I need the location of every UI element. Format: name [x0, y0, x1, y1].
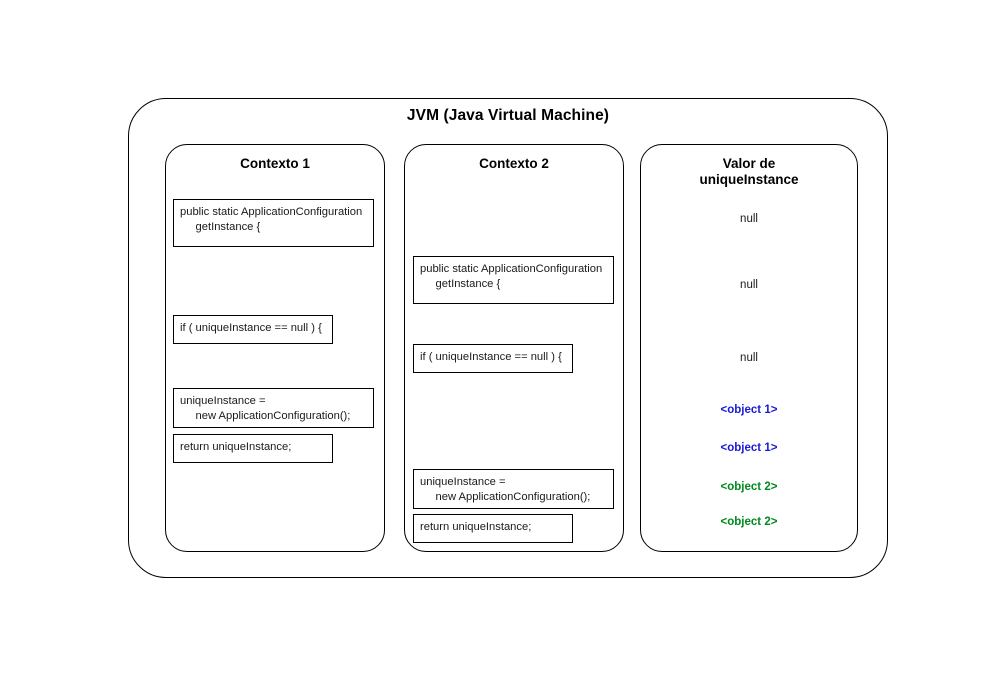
- jvm-title: JVM (Java Virtual Machine): [406, 107, 610, 124]
- value-entry-4: <object 1>: [720, 404, 778, 416]
- value-entry-5: <object 1>: [720, 442, 778, 454]
- code-box-ctx1-step-3: uniqueInstance = new ApplicationConfigur…: [173, 388, 374, 428]
- code-box-ctx2-step-4: return uniqueInstance;: [413, 514, 573, 543]
- code-box-ctx2-step-2: if ( uniqueInstance == null ) {: [413, 344, 573, 373]
- panel-valor-title-line-2: uniqueInstance: [699, 172, 799, 187]
- code-box-ctx2-step-3: uniqueInstance = new ApplicationConfigur…: [413, 469, 614, 509]
- value-entry-3: null: [740, 352, 758, 364]
- value-entry-2: null: [740, 279, 758, 291]
- panel-contexto-1-title: Contexto 1: [240, 156, 310, 171]
- value-entry-7: <object 2>: [720, 516, 778, 528]
- value-entry-1: null: [740, 213, 758, 225]
- code-box-ctx1-step-2: if ( uniqueInstance == null ) {: [173, 315, 333, 344]
- panel-valor-title-line-1: Valor de: [722, 156, 776, 171]
- code-box-ctx1-step-4: return uniqueInstance;: [173, 434, 333, 463]
- panel-valor-title: Valor de uniqueInstance: [641, 156, 857, 188]
- panel-contexto-2-title: Contexto 2: [479, 156, 549, 171]
- code-box-ctx2-step-1: public static ApplicationConfiguration g…: [413, 256, 614, 304]
- code-box-ctx1-step-1: public static ApplicationConfiguration g…: [173, 199, 374, 247]
- panel-valor-uniqueinstance: Valor de uniqueInstance: [640, 144, 858, 552]
- value-entry-6: <object 2>: [720, 481, 778, 493]
